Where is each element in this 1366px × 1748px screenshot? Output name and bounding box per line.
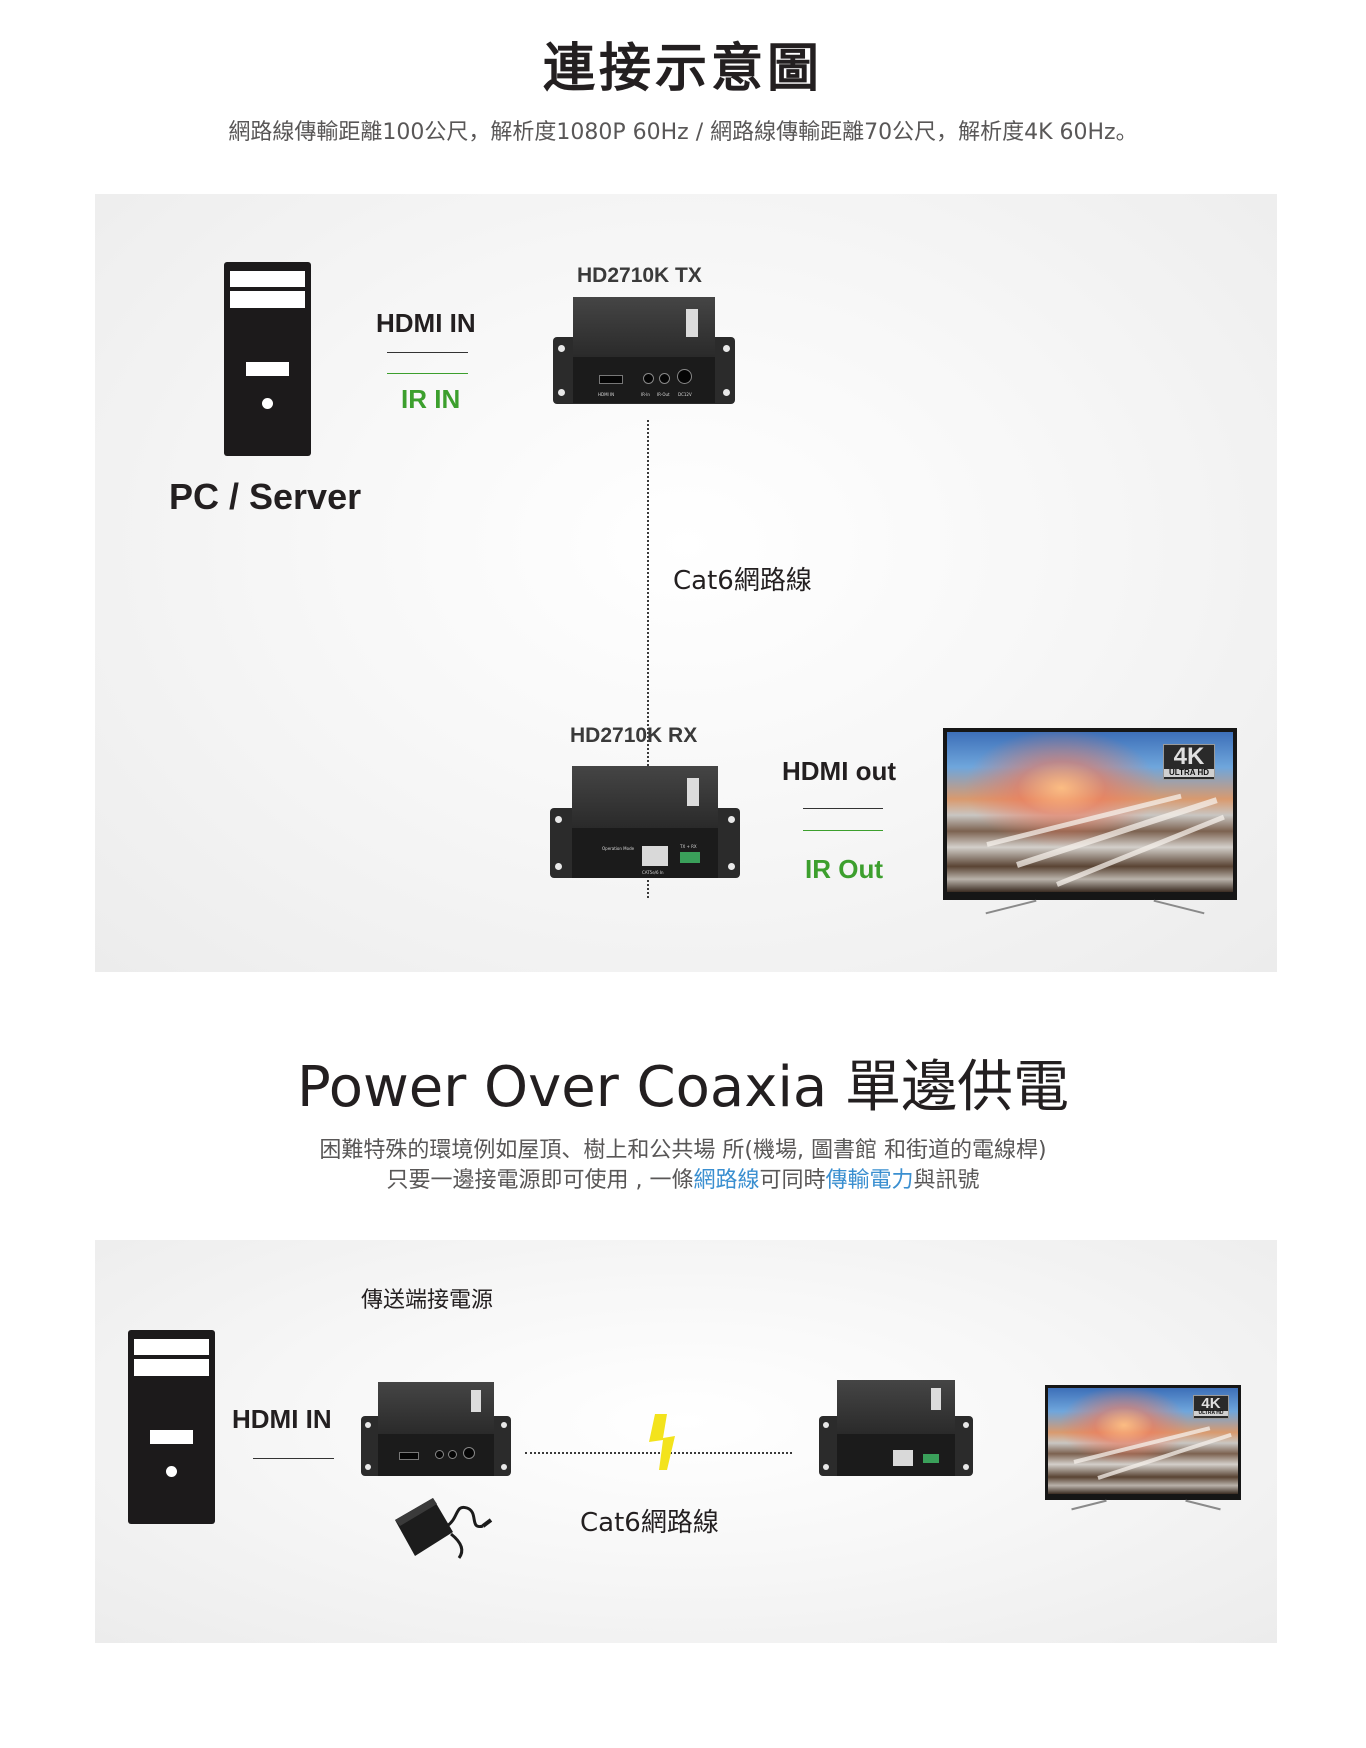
drive-bay: [134, 1339, 209, 1355]
highlight-power: 傳輸電力: [825, 1168, 914, 1193]
hdmi-line: [253, 1458, 334, 1459]
ir-line: [387, 373, 468, 374]
rx-port-label: TX + RX: [680, 844, 697, 849]
ir-out-jack: [448, 1450, 457, 1459]
rx-device: Operation Mode TX + RX CAT5e/6 In: [550, 766, 740, 878]
4k-badge-text: 4K: [1173, 743, 1205, 770]
section1-title: 連接示意圖: [542, 39, 823, 99]
line2-text: 只要一邊接電源即可使用 , 一條: [386, 1168, 694, 1193]
section2-line1: 困難特殊的環境例如屋頂、樹上和公共場 所(機場, 圖書館 和街道的電線桿): [319, 1138, 1047, 1163]
mount-hole: [723, 389, 730, 396]
rx-model-label: HD2710K RX: [570, 724, 698, 747]
tx-port-label: HDMI IN: [598, 392, 615, 397]
tv-leg: [985, 899, 1037, 915]
power-led: [262, 398, 273, 409]
rj45-port: [642, 846, 668, 866]
mount-hole: [723, 345, 730, 352]
power-source-label: 傳送端接電源: [361, 1288, 494, 1313]
device-sticker: [471, 1390, 481, 1412]
4k-badge: 4K ULTRA HD: [1163, 744, 1215, 780]
mount-hole: [555, 816, 562, 823]
section2-title: Power Over Coaxia 單邊供電: [296, 1055, 1070, 1120]
section1-subtitle: 網路線傳輸距離100公尺，解析度1080P 60Hz / 網路線傳輸距離70公尺…: [228, 120, 1138, 145]
dc-power-jack: [677, 369, 692, 384]
ir-in-jack: [435, 1450, 444, 1459]
hdmi-line: [387, 352, 468, 353]
rj45-port: [893, 1450, 913, 1466]
tx-port-label: DC12V: [678, 392, 692, 397]
tx-port-label: IR-In: [641, 392, 650, 397]
4k-badge: 4K ULTRA HD: [1193, 1395, 1229, 1419]
ir-in-jack: [643, 373, 654, 384]
mount-hole: [365, 1422, 371, 1428]
hdmi-port: [599, 375, 623, 384]
4k-badge-text: 4K: [1201, 1395, 1221, 1412]
hdmi-in-label: HDMI IN: [232, 1404, 332, 1434]
mount-hole: [728, 816, 735, 823]
tx-model-label: HD2710K TX: [577, 264, 702, 287]
device-sticker: [687, 778, 699, 806]
mount-hole: [558, 345, 565, 352]
ir-terminal: [923, 1454, 939, 1463]
hdmi-port: [399, 1452, 419, 1460]
hdmi-in-label: HDMI IN: [376, 308, 476, 338]
ir-out-jack: [659, 373, 670, 384]
tv-leg: [1185, 1499, 1221, 1511]
power-led: [166, 1466, 177, 1477]
ultra-hd-text: ULTRA HD: [1194, 1411, 1228, 1416]
line2-text: 與訊號: [913, 1168, 980, 1193]
pc-slot: [246, 362, 289, 376]
tv-leg: [1153, 899, 1205, 915]
ir-terminal: [680, 852, 700, 863]
rx-port-label: CAT5e/6 In: [642, 870, 664, 875]
device-sticker: [686, 309, 698, 337]
rx-device: [819, 1380, 973, 1476]
cat6-cable-label: Cat6網路線: [673, 566, 812, 596]
pc-tower-icon: [224, 262, 311, 456]
drive-bay: [134, 1359, 209, 1376]
power-adapter-icon: [395, 1498, 493, 1559]
mount-hole: [823, 1464, 829, 1470]
hdmi-out-line: [803, 808, 883, 809]
ultra-hd-text: ULTRA HD: [1164, 769, 1214, 777]
cat6-cable-label: Cat6網路線: [580, 1508, 719, 1538]
hdmi-out-label: HDMI out: [782, 756, 897, 786]
line2-text: 可同時: [759, 1168, 826, 1193]
ir-in-label: IR IN: [401, 384, 461, 414]
cat6-cable-line: [525, 1452, 792, 1454]
mount-hole: [823, 1422, 829, 1428]
device-sticker: [931, 1388, 941, 1410]
ir-out-label: IR Out: [805, 854, 883, 884]
highlight-network-cable: 網路線: [693, 1168, 760, 1193]
mount-hole: [728, 863, 735, 870]
pc-tower-icon: [128, 1330, 215, 1524]
mount-hole: [365, 1464, 371, 1470]
ir-out-line: [803, 830, 883, 831]
section2-line2: 只要一邊接電源即可使用 , 一條網路線可同時傳輸電力與訊號: [0, 1162, 1366, 1194]
drive-bay: [230, 291, 305, 308]
cat6-cable-line: [647, 420, 649, 898]
drive-bay: [230, 271, 305, 287]
tv-4k-display: 4K ULTRA HD: [943, 728, 1237, 900]
tv-4k-display: 4K ULTRA HD: [1045, 1385, 1241, 1500]
mount-hole: [963, 1464, 969, 1470]
mount-hole: [558, 389, 565, 396]
dc-power-jack: [463, 1447, 475, 1459]
tv-leg: [1071, 1499, 1107, 1511]
connection-diagram-panel: PC / Server HDMI IN IR IN HD2710K TX HDM…: [95, 194, 1277, 972]
pc-label: PC / Server: [169, 476, 362, 517]
mount-hole: [963, 1422, 969, 1428]
mount-hole: [501, 1464, 507, 1470]
tx-device: HDMI IN IR-In IR-Out DC12V: [553, 297, 735, 404]
mount-hole: [501, 1422, 507, 1428]
tx-port-label: IR-Out: [657, 392, 670, 397]
mount-hole: [555, 863, 562, 870]
rx-port-label: Operation Mode: [602, 846, 635, 851]
lightning-bolt-icon: [649, 1414, 675, 1470]
pc-slot: [150, 1430, 193, 1444]
tx-device: [361, 1382, 511, 1476]
power-diagram-panel: 傳送端接電源 HDMI IN Cat6網路線: [95, 1240, 1277, 1643]
